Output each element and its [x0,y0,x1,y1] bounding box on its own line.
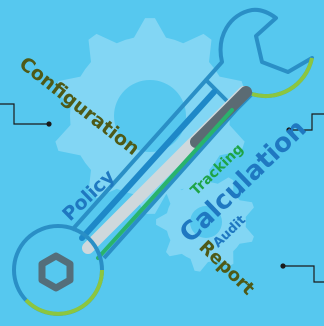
label-policy: Policy [58,165,120,225]
callout-right-bottom [284,265,324,283]
gear-icon [55,18,245,214]
wrench-bar-dark [79,89,217,241]
wrench-ring-accent [24,269,104,316]
hex-bolt-icon [38,252,74,292]
wrench-head-accent [251,57,314,99]
callout-lines [0,103,324,283]
gear-shape [156,172,254,272]
gear-icon [156,172,254,272]
wrench-bar-shadow [190,86,252,148]
callout-left-dot [46,121,52,127]
callout-right-top-dot [286,127,292,133]
gear-shape [55,18,245,214]
callout-right-bottom-dot [280,263,286,269]
callout-left [0,103,48,125]
wrench-icon [12,7,314,316]
wrench-handle [70,78,238,260]
wrench-bar-green [96,108,234,260]
callout-right-top [290,113,324,131]
